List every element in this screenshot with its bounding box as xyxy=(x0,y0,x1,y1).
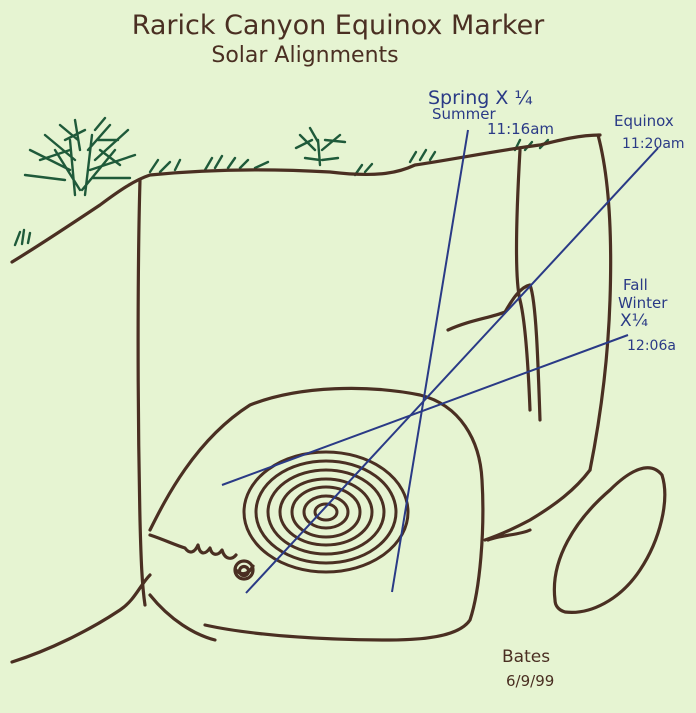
spiral-ring-2 xyxy=(256,461,396,563)
squiggle-line xyxy=(150,535,236,558)
label-spring-time: 11:16am xyxy=(487,120,554,138)
spiral-petroglyph xyxy=(244,452,408,572)
alignment-lines xyxy=(222,130,658,593)
equinox-line xyxy=(246,148,658,593)
bush-left xyxy=(25,118,135,195)
drawing-subtitle: Solar Alignments xyxy=(211,43,398,68)
ground-line-bottom xyxy=(150,595,215,640)
label-fall-x: X¼ xyxy=(620,311,648,331)
label-winter: Winter xyxy=(618,294,668,312)
spiral-ring-3 xyxy=(268,470,384,554)
spring-summer-line xyxy=(392,130,468,592)
shrub-center xyxy=(296,128,345,165)
drawing-title: Rarick Canyon Equinox Marker xyxy=(132,10,545,41)
alignment-labels: Spring X ¼ Summer 11:16am Equinox 11:20a… xyxy=(428,87,685,354)
canyon-outline xyxy=(12,135,665,662)
label-equinox: Equinox xyxy=(614,112,674,130)
signature-date: 6/9/99 xyxy=(506,672,554,690)
label-equinox-time: 11:20am xyxy=(622,136,685,152)
vegetation xyxy=(15,118,548,245)
rock-face-right-edge xyxy=(590,135,611,470)
spiral-ring-4 xyxy=(280,479,372,545)
signature-name: Bates xyxy=(502,647,550,667)
label-fall-time: 12:06a xyxy=(627,338,676,354)
fall-winter-line xyxy=(222,335,628,485)
rock-face-left-edge xyxy=(138,180,145,605)
ground-line-left xyxy=(12,575,150,662)
label-fall: Fall xyxy=(623,276,648,294)
signature: Bates 6/9/99 xyxy=(502,647,554,690)
